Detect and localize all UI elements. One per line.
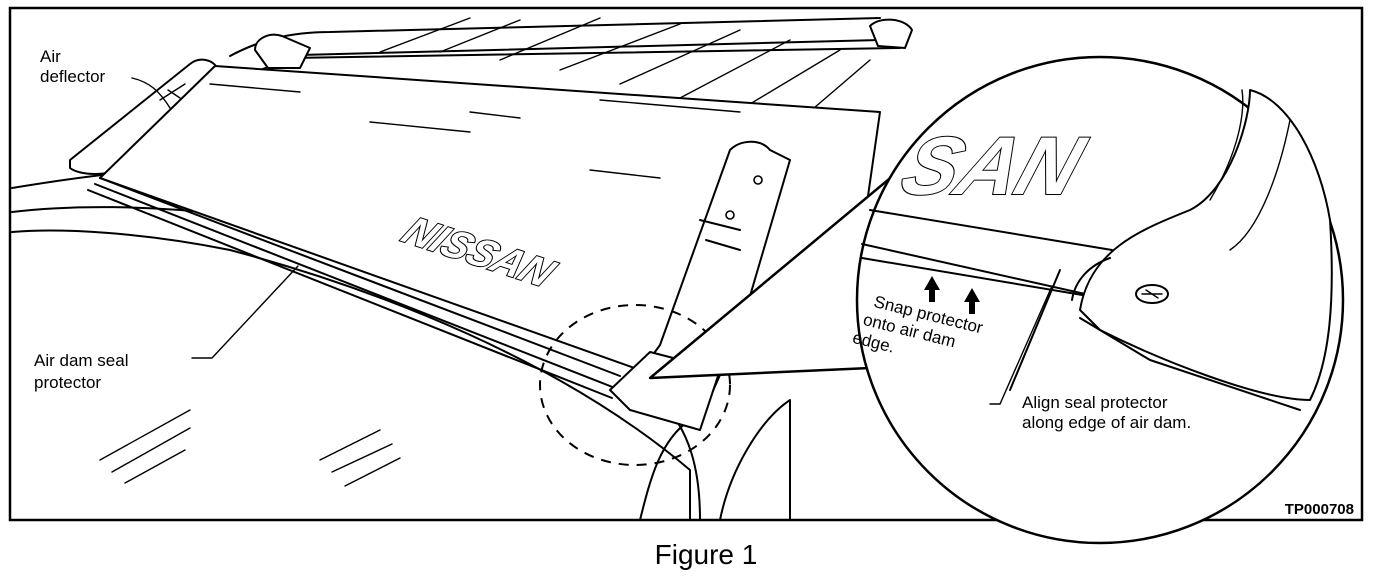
label-seal-protector: Air dam seal protector [34, 351, 133, 392]
figure-code: TP000708 [1285, 501, 1354, 518]
leader-align [989, 285, 1053, 405]
detail-logo: SAN [891, 120, 1096, 212]
figure-caption: Figure 1 [655, 539, 758, 570]
detail-callout-circle [539, 304, 731, 466]
leader-seal-protector [191, 265, 299, 359]
leader-air-deflector [131, 77, 171, 109]
label-air-deflector: Air deflector [40, 47, 106, 86]
magnified-detail: SAN [855, 55, 1345, 545]
label-align-seal: Align seal protector along edge of air d… [1022, 393, 1191, 432]
